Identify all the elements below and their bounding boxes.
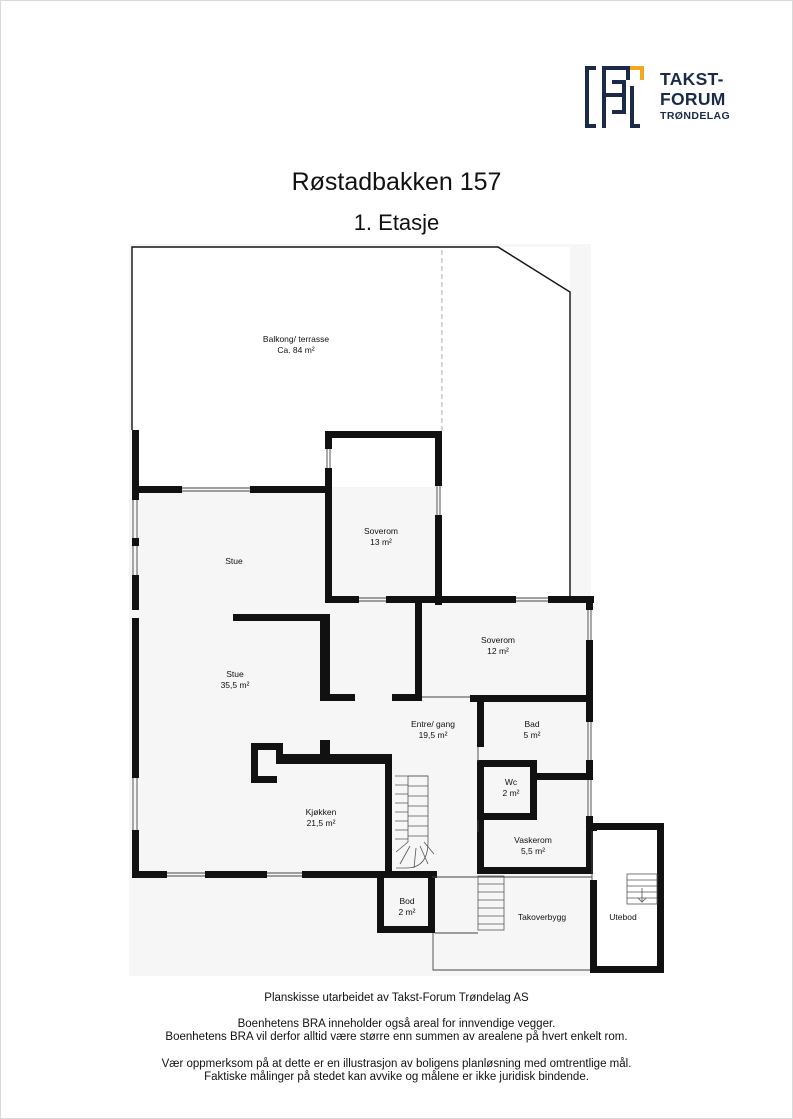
- footer-line-4: Vær oppmerksom på at dette er en illustr…: [161, 1058, 632, 1070]
- logo-line-3: TRØNDELAG: [660, 110, 731, 122]
- room-area-soverom-12: 12 m²: [487, 646, 509, 656]
- room-name-stue-upper: Stue: [225, 556, 243, 566]
- room-area-balkong: Ca. 84 m²: [277, 345, 314, 355]
- room-name-takoverbygg: Takoverbygg: [518, 912, 566, 922]
- room-name-bad: Bad: [524, 719, 539, 729]
- room-name-balkong: Balkong/ terrasse: [263, 334, 329, 344]
- room-area-wc: 2 m²: [503, 788, 520, 798]
- room-name-entre: Entre/ gang: [411, 719, 455, 729]
- footer-bra-note: Boenhetens BRA inneholder også areal for…: [0, 1018, 793, 1044]
- room-area-stue-main: 35,5 m²: [221, 680, 250, 690]
- floor-subtitle: 1. Etasje: [353, 210, 440, 235]
- balcony-outline: [131, 246, 571, 598]
- room-name-soverom-12: Soverom: [481, 635, 515, 645]
- room-name-soverom-13: Soverom: [364, 526, 398, 536]
- footer-disclaimer: Vær oppmerksom på at dette er en illustr…: [0, 1058, 793, 1084]
- takst-forum-logo-icon: [585, 66, 644, 128]
- footer-credit: Planskisse utarbeidet av Takst-Forum Trø…: [0, 992, 793, 1005]
- room-name-wc: Wc: [505, 777, 518, 787]
- balcony-diagonal-area: [132, 247, 570, 598]
- room-area-kjokken: 21,5 m²: [307, 818, 336, 828]
- footer-line-5: Faktiske målinger på stedet kan avvike o…: [204, 1071, 589, 1083]
- room-area-vaskerom: 5,5 m²: [521, 846, 545, 856]
- room-area-bod: 2 m²: [399, 907, 416, 917]
- page-title: Røstadbakken 157: [291, 168, 502, 196]
- utebod-stair: [626, 873, 658, 905]
- room-name-bod: Bod: [399, 896, 414, 906]
- footer-line-3: Boenhetens BRA vil derfor alltid være st…: [165, 1031, 628, 1043]
- entrance-steps: [477, 875, 505, 931]
- logo-line-1: TAKST-: [660, 69, 724, 89]
- thin-lines: [132, 449, 593, 971]
- logo-line-2: FORUM: [660, 88, 726, 109]
- room-area-bad: 5 m²: [524, 730, 541, 740]
- room-name-utebod: Utebod: [609, 912, 637, 922]
- room-name-stue-main: Stue: [226, 669, 244, 679]
- walls: [132, 430, 664, 973]
- footer-line-1: Planskisse utarbeidet av Takst-Forum Trø…: [264, 992, 529, 1004]
- footer-line-2: Boenhetens BRA inneholder også areal for…: [237, 1018, 556, 1030]
- room-name-kjokken: Kjøkken: [306, 807, 337, 817]
- room-area-entre: 19,5 m²: [419, 730, 448, 740]
- room-area-soverom-13: 13 m²: [370, 537, 392, 547]
- room-name-vaskerom: Vaskerom: [514, 835, 552, 845]
- staircase: [395, 775, 435, 869]
- logo-text: TAKST- FORUM TRØNDELAG: [660, 69, 731, 122]
